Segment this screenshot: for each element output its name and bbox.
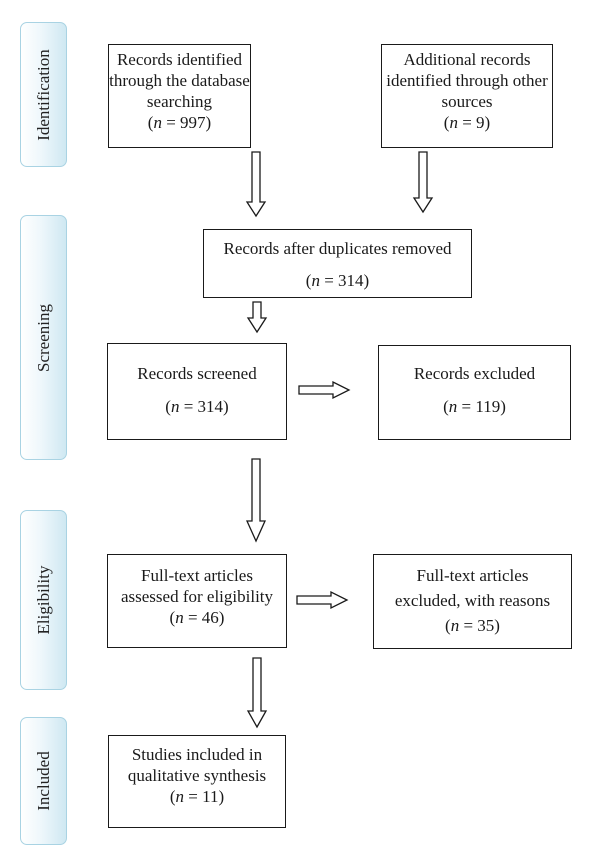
box-line: Studies included in: [131, 745, 263, 764]
box-line: sources: [441, 92, 493, 111]
box-line: identified through other: [386, 71, 548, 90]
box-line: searching: [146, 92, 213, 111]
box-records-screened: Records screened (n = 314): [107, 343, 287, 440]
box-fulltext-excluded: Full-text articles excluded, with reason…: [373, 554, 572, 649]
n-label: n: [175, 787, 185, 806]
box-line: through the database: [109, 71, 250, 90]
box-duplicates-removed: Records after duplicates removed (n = 31…: [203, 229, 472, 298]
n-value: = 46: [187, 608, 219, 627]
arrow-database-to-duplicates: [245, 151, 267, 218]
arrow-other-to-duplicates: [412, 151, 434, 214]
n-label: n: [448, 397, 458, 416]
box-count: (n = 314): [305, 271, 370, 290]
n-value: = 11: [188, 787, 219, 806]
box-line: Full-text articles: [141, 566, 253, 585]
n-label: n: [153, 113, 162, 132]
box-line: excluded, with reasons: [394, 591, 551, 610]
box-count: (n = 35): [445, 616, 500, 635]
n-label: n: [450, 616, 460, 635]
box-count: (n = 997): [147, 113, 212, 132]
box-other-sources: Additional records identified through ot…: [381, 44, 553, 148]
n-label: n: [449, 113, 458, 132]
n-value: = 9: [462, 113, 485, 132]
stage-screening: Screening: [20, 215, 67, 460]
arrow-duplicates-to-screened: [246, 301, 268, 334]
box-count: (n = 119): [443, 397, 506, 416]
n-label: n: [311, 271, 320, 290]
box-studies-included: Studies included in qualitative synthesi…: [108, 735, 286, 828]
stage-included: Included: [20, 717, 67, 845]
arrow-fulltext-to-included: [246, 657, 268, 729]
stage-identification: Identification: [20, 22, 67, 167]
box-line: assessed for eligibility: [120, 587, 274, 606]
box-count: (n = 314): [165, 397, 229, 416]
n-value: = 119: [461, 397, 501, 416]
stage-eligibility: Eligibility: [20, 510, 67, 690]
box-count: (n = 9): [443, 113, 491, 132]
box-database-records: Records identified through the database …: [108, 44, 251, 148]
box-records-excluded: Records excluded (n = 119): [378, 345, 571, 440]
box-line: Full-text articles: [416, 566, 529, 585]
box-count: (n = 11): [169, 787, 225, 806]
arrow-screened-to-fulltext: [245, 458, 267, 543]
box-count: (n = 46): [169, 608, 225, 627]
box-fulltext-assessed: Full-text articles assessed for eligibil…: [107, 554, 287, 648]
n-value: = 997: [166, 113, 206, 132]
n-value: = 314: [324, 271, 364, 290]
box-line: Records after duplicates removed: [223, 239, 452, 258]
n-label: n: [175, 608, 184, 627]
n-value: = 314: [183, 397, 224, 416]
box-line: Records screened: [137, 364, 257, 383]
box-line: Records identified: [116, 50, 243, 69]
n-value: = 35: [463, 616, 495, 635]
box-line: Records excluded: [413, 364, 536, 383]
arrow-screened-to-excluded: [298, 380, 351, 400]
box-line: qualitative synthesis: [127, 766, 267, 785]
arrow-fulltext-to-excluded: [296, 590, 349, 610]
box-line: Additional records: [403, 50, 531, 69]
n-label: n: [170, 397, 180, 416]
